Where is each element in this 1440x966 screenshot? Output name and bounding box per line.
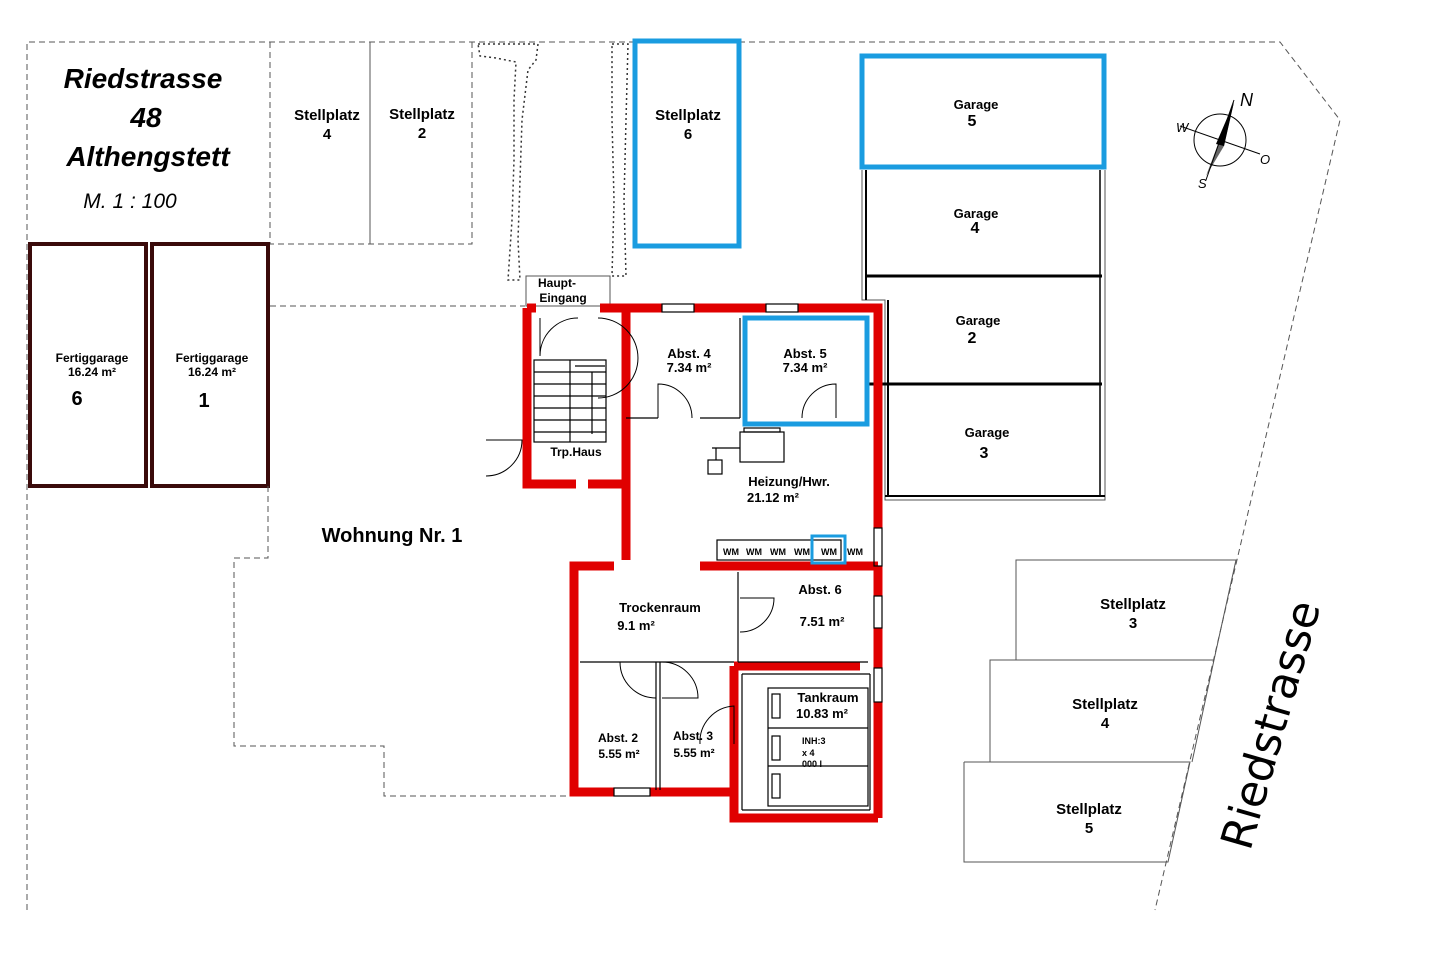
abst5-highlight[interactable]: [742, 315, 870, 427]
room-labels: Trp.Haus Abst. 4 7.34 m² Abst. 5 7.34 m²…: [550, 346, 858, 769]
tank-inh1: INH:3: [802, 736, 826, 746]
tank-inh3: 000 l: [802, 759, 822, 769]
parking-top-left: Stellplatz 4 Stellplatz 2: [269, 42, 473, 245]
parking-right-3[interactable]: Stellplatz 3: [1015, 559, 1237, 661]
garage-number: 3: [980, 445, 989, 462]
parking-number: 5: [1085, 820, 1093, 837]
wm-label: WM: [794, 547, 810, 557]
abst4-area: 7.34 m²: [667, 360, 712, 375]
wm-label: WM: [770, 547, 786, 557]
parking-number: 4: [323, 126, 332, 143]
abst5-name: Abst. 5: [783, 346, 826, 361]
abst6-area: 7.51 m²: [800, 614, 845, 629]
prefab-garage-1[interactable]: Fertiggarage 16.24 m² 1: [150, 242, 270, 488]
tank-area: 10.83 m²: [796, 706, 849, 721]
trocken-name: Trockenraum: [619, 600, 701, 615]
washing-machines: WM WM WM WM WM WM: [716, 534, 863, 565]
compass-n: N: [1240, 90, 1254, 110]
apartment-label: Wohnung Nr. 1: [322, 525, 463, 547]
wm-label: WM: [847, 547, 863, 557]
parking-number: 6: [684, 126, 692, 143]
abst3-name: Abst. 3: [673, 729, 713, 743]
prefab-area: 16.24 m²: [188, 365, 236, 379]
tank-inh2: x 4: [802, 748, 815, 758]
hedge: [477, 43, 629, 281]
garage-label: Garage: [956, 313, 1001, 328]
garage-block: [861, 170, 1106, 501]
prefab-garage-6[interactable]: Fertiggarage 16.24 m² 6: [28, 242, 148, 488]
entrance-line1: Haupt-: [538, 276, 576, 290]
compass-icon: N W O S: [1176, 90, 1270, 191]
prefab-label: Fertiggarage: [176, 351, 249, 365]
street-label: Riedstrasse: [1212, 595, 1332, 855]
heizung-name: Heizung/Hwr.: [748, 474, 830, 489]
abst2-name: Abst. 2: [598, 731, 638, 745]
parking-label: Stellplatz: [294, 107, 360, 124]
wm-label: WM: [746, 547, 762, 557]
stair-label: Trp.Haus: [550, 445, 602, 459]
parking-right-4[interactable]: Stellplatz 4: [989, 659, 1215, 763]
abst6-name: Abst. 6: [798, 582, 841, 597]
garage-number: 4: [971, 220, 980, 237]
garage-4[interactable]: Garage 4: [954, 206, 999, 237]
tank-name: Tankraum: [797, 690, 858, 705]
compass-o: O: [1260, 152, 1270, 167]
heizung-area: 21.12 m²: [747, 490, 800, 505]
parking-right-5[interactable]: Stellplatz 5: [963, 761, 1191, 863]
building-walls: [522, 303, 883, 823]
prefab-label: Fertiggarage: [56, 351, 129, 365]
compass-s: S: [1198, 176, 1207, 191]
garage-number: 5: [968, 113, 977, 130]
doors: [485, 317, 837, 745]
parking-6[interactable]: Stellplatz 6: [632, 38, 742, 249]
parking-label: Stellplatz: [1056, 801, 1122, 818]
wm-label: WM: [723, 547, 739, 557]
prefab-number: 6: [71, 388, 82, 410]
garage-2[interactable]: Garage 2: [956, 313, 1001, 347]
wm-label: WM: [821, 547, 837, 557]
garage-label: Garage: [954, 206, 999, 221]
title-number: 48: [129, 102, 162, 133]
plot-boundary: [26, 41, 1341, 911]
garage-number: 2: [968, 330, 977, 347]
abst2-area: 5.55 m²: [598, 747, 639, 761]
scale-label: M. 1 : 100: [83, 190, 177, 213]
parking-number: 3: [1129, 615, 1137, 632]
prefab-area: 16.24 m²: [68, 365, 116, 379]
entrance-line2: Eingang: [539, 291, 586, 305]
title-street: Riedstrasse: [64, 63, 223, 94]
prefab-number: 1: [198, 390, 209, 412]
abst5-area: 7.34 m²: [783, 360, 828, 375]
title-town: Althengstett: [65, 141, 231, 172]
compass-w: W: [1176, 120, 1190, 135]
parking-number: 2: [418, 125, 426, 142]
garage-5[interactable]: Garage 5: [859, 53, 1107, 170]
main-entrance[interactable]: Haupt- Eingang: [525, 275, 611, 307]
parking-label: Stellplatz: [1100, 596, 1166, 613]
trocken-area: 9.1 m²: [617, 618, 655, 633]
parking-label: Stellplatz: [389, 106, 455, 123]
parking-label: Stellplatz: [655, 107, 721, 124]
parking-label: Stellplatz: [1072, 696, 1138, 713]
title-block: Riedstrasse 48 Althengstett M. 1 : 100: [64, 63, 232, 213]
abst3-area: 5.55 m²: [673, 746, 714, 760]
apartment-outline: Wohnung Nr. 1: [233, 305, 572, 797]
abst4-name: Abst. 4: [667, 346, 711, 361]
parking-number: 4: [1101, 715, 1110, 732]
garage-3[interactable]: Garage 3: [965, 425, 1010, 462]
garage-label: Garage: [954, 97, 999, 112]
garage-label: Garage: [965, 425, 1010, 440]
